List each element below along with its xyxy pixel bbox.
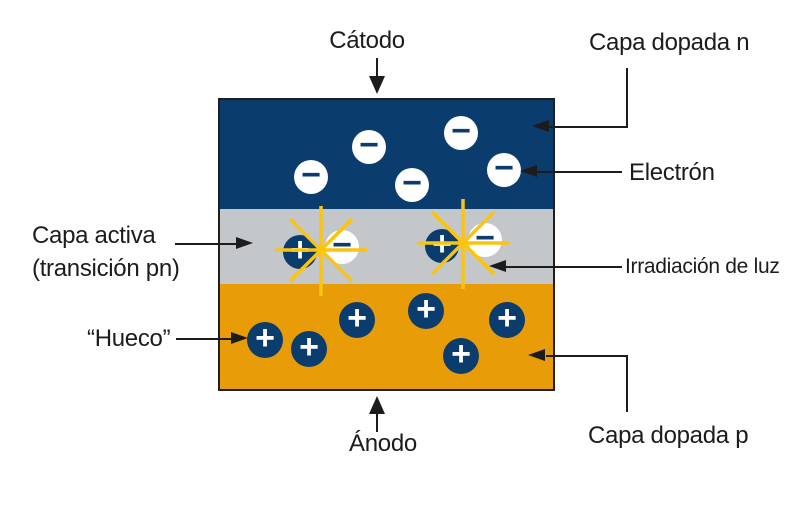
active-layer-arrow-line	[175, 242, 237, 245]
active-layer-label-line2: (transición pn)	[32, 255, 180, 282]
n-layer-label: Capa dopada n	[589, 29, 750, 56]
electron-particle: −	[468, 219, 502, 257]
hole-label: “Hueco”	[87, 325, 171, 352]
anode-arrow-line	[375, 412, 378, 432]
hole-particle: +	[283, 231, 317, 269]
diode-body	[218, 98, 555, 391]
plus-symbol: +	[347, 299, 367, 337]
active-layer-label-line1: Capa activa	[32, 222, 156, 249]
hole-particle: +	[247, 319, 283, 358]
n-layer-arrow-icon	[532, 120, 549, 132]
cathode-arrow-line	[375, 58, 378, 80]
n-layer-arrow-line	[625, 68, 628, 128]
minus-symbol: −	[332, 226, 352, 264]
plus-symbol: +	[432, 225, 452, 263]
hole-particle: +	[339, 299, 375, 338]
electron-particle: −	[352, 126, 386, 164]
hole-particle: +	[489, 299, 525, 338]
minus-symbol: −	[301, 156, 321, 194]
plus-symbol: +	[255, 319, 275, 357]
active-layer-arrow-icon	[236, 237, 253, 249]
minus-symbol: −	[451, 112, 471, 150]
hole-arrow-line	[176, 337, 232, 340]
plus-symbol: +	[299, 328, 319, 366]
light-arrow-line	[504, 265, 622, 268]
p-layer-arrow-line	[625, 355, 628, 412]
electron-particle: −	[487, 149, 521, 187]
p-layer-arrow-icon	[528, 349, 545, 361]
n-layer-arrow-line	[547, 125, 627, 128]
minus-symbol: −	[494, 149, 514, 187]
p-layer-label: Capa dopada p	[588, 422, 749, 449]
cathode-arrow-icon	[369, 76, 385, 94]
plus-symbol: +	[416, 290, 436, 328]
plus-symbol: +	[451, 335, 471, 373]
cathode-label: Cátodo	[329, 27, 405, 54]
p-layer-arrow-line	[546, 354, 627, 357]
plus-symbol: +	[290, 231, 310, 269]
light-irradiation-label: Irradiación de luz	[625, 255, 780, 278]
electron-arrow-icon	[520, 165, 537, 177]
hole-arrow-icon	[231, 332, 248, 344]
electron-arrow-line	[536, 170, 622, 173]
active-layer-label: Capa activa (transición pn)	[32, 219, 180, 285]
minus-symbol: −	[402, 164, 422, 202]
electron-particle: −	[444, 112, 478, 150]
hole-particle: +	[425, 225, 459, 263]
light-arrow-icon	[489, 260, 506, 272]
hole-particle: +	[291, 328, 327, 367]
hole-particle: +	[443, 335, 479, 374]
anode-label: Ánodo	[349, 430, 417, 457]
electron-particle: −	[294, 156, 328, 194]
electron-label: Electrón	[629, 159, 715, 186]
electron-particle: −	[325, 226, 359, 264]
anode-arrow-icon	[369, 396, 385, 414]
hole-particle: +	[408, 290, 444, 329]
minus-symbol: −	[475, 219, 495, 257]
active-layer	[220, 209, 553, 284]
minus-symbol: −	[359, 126, 379, 164]
electron-particle: −	[395, 164, 429, 202]
plus-symbol: +	[497, 299, 517, 337]
